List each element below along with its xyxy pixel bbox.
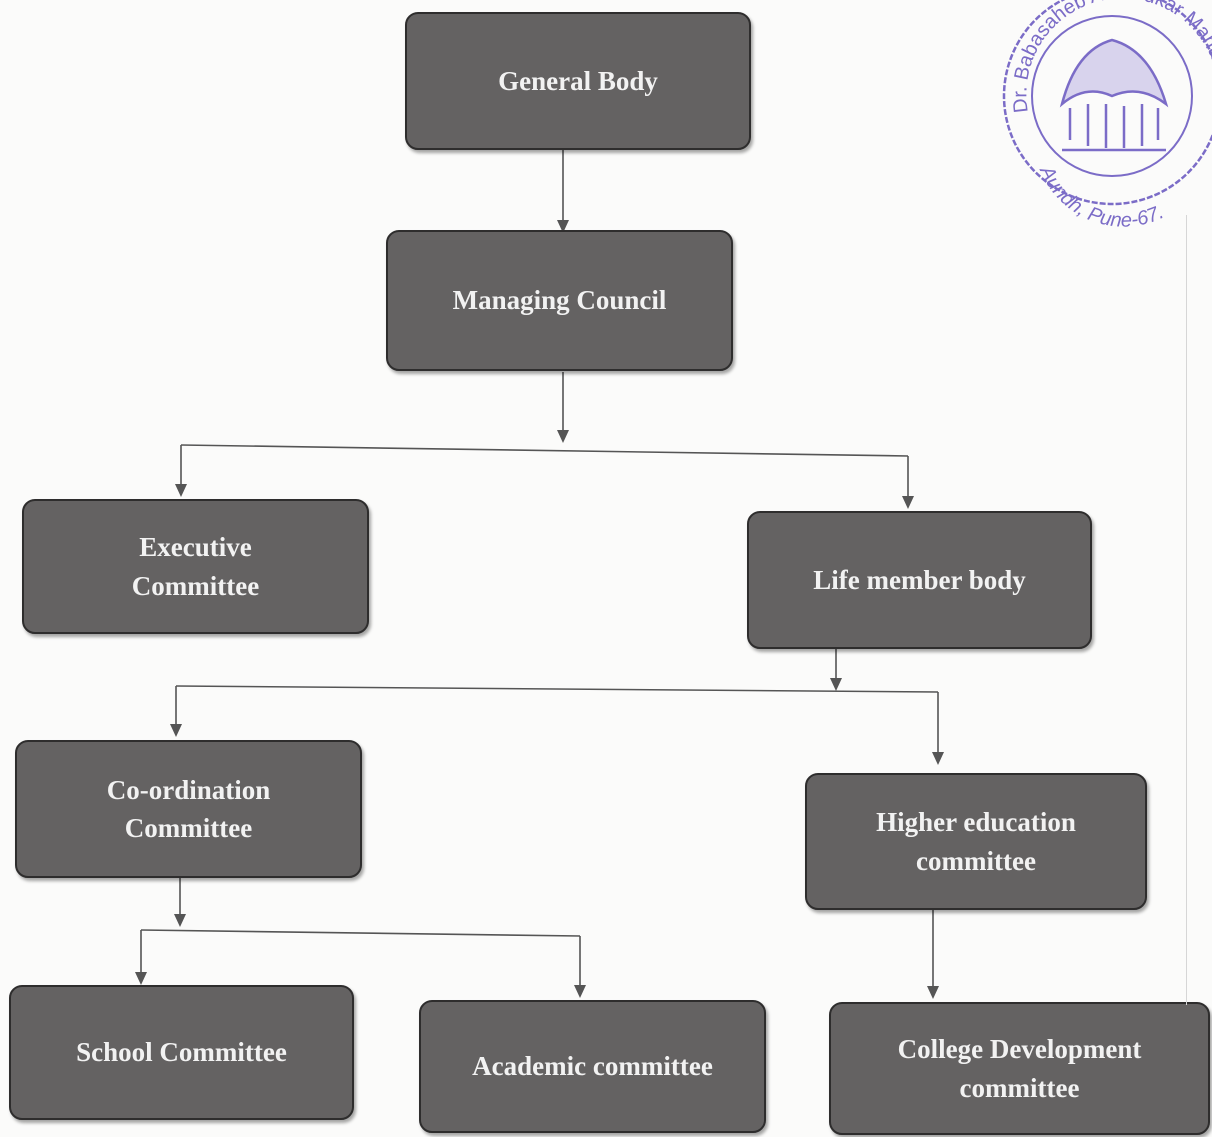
node-managing-council-label: Managing Council xyxy=(452,285,667,316)
node-college-development-committee-label: College Development committee xyxy=(897,1034,1142,1103)
connector-branch-council xyxy=(180,444,909,457)
node-school-committee: School Committee xyxy=(9,985,354,1120)
seal-ring-text: Dr. Babasaheb Ambedkar Mahavidyalaya xyxy=(0,0,1212,114)
node-school-committee-label: School Committee xyxy=(76,1037,287,1068)
seal-emblem-tree-icon xyxy=(1059,38,1169,152)
arrowhead xyxy=(174,914,186,927)
node-managing-council: Managing Council xyxy=(386,230,733,371)
node-coordination-committee: Co-ordination Committee xyxy=(15,740,362,878)
node-general-body: General Body xyxy=(405,12,751,150)
institution-seal-stamp: Dr. Babasaheb Ambedkar Mahavidyalaya Aun… xyxy=(0,0,1212,230)
seal-inner-ring xyxy=(1031,15,1193,177)
arrowhead xyxy=(574,985,586,998)
arrowhead xyxy=(557,430,569,443)
node-general-body-label: General Body xyxy=(498,65,658,96)
arrowhead xyxy=(902,496,914,509)
node-college-development-committee: College Development committee xyxy=(829,1002,1210,1135)
node-executive-committee: Executive Committee xyxy=(22,499,369,634)
arrowhead xyxy=(135,972,147,985)
page-edge-rule xyxy=(1186,215,1187,1005)
arrowhead xyxy=(175,484,187,497)
node-higher-education-committee: Higher education committee xyxy=(805,773,1147,910)
node-higher-education-committee-label: Higher education committee xyxy=(876,807,1076,876)
node-executive-committee-label: Executive Committee xyxy=(131,532,260,601)
node-coordination-committee-label: Co-ordination Committee xyxy=(106,774,271,843)
connector-branch-life-member xyxy=(175,685,939,693)
node-life-member-body: Life member body xyxy=(747,511,1092,649)
arrowhead xyxy=(830,678,842,691)
connector-branch-coordination xyxy=(140,929,581,937)
arrowhead xyxy=(557,220,569,233)
node-academic-committee: Academic committee xyxy=(419,1000,766,1133)
node-life-member-body-label: Life member body xyxy=(813,564,1026,595)
seal-outer-ring xyxy=(1002,0,1212,206)
node-academic-committee-label: Academic committee xyxy=(472,1051,713,1082)
arrowhead xyxy=(170,724,182,737)
arrowhead xyxy=(927,986,939,999)
seal-city-text: Aundh, Pune-67. xyxy=(1035,162,1167,230)
arrowhead xyxy=(932,752,944,765)
